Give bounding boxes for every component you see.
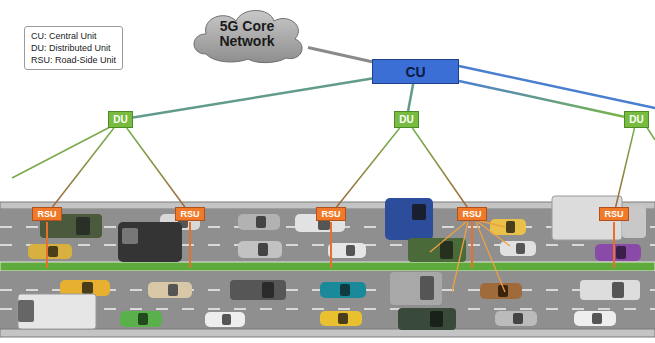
network-link	[133, 79, 372, 118]
network-link	[52, 128, 113, 207]
road-side-unit-box: RSU	[32, 207, 62, 221]
network-link	[408, 84, 413, 111]
legend-entry: CU: Central Unit	[31, 30, 116, 42]
road-side-unit-box: RSU	[175, 207, 205, 221]
barrier	[0, 329, 655, 337]
feeder-line	[646, 126, 655, 140]
core-cloud: 5G Core Network	[186, 4, 308, 64]
vehicle	[18, 272, 640, 330]
road-side-unit-box: RSU	[457, 207, 487, 221]
lane-mark	[0, 308, 655, 310]
network-link	[127, 128, 185, 207]
node-label: RSU	[604, 209, 623, 219]
legend-box: CU: Central UnitDU: Distributed UnitRSU:…	[24, 26, 123, 70]
network-link	[616, 128, 635, 207]
network-link	[308, 48, 372, 62]
rsu-pole	[47, 222, 614, 268]
node-label: DU	[629, 114, 643, 125]
road-side-unit-box: RSU	[599, 207, 629, 221]
distributed-unit-box: DU	[108, 111, 133, 128]
lane-mark	[0, 244, 655, 246]
network-link	[459, 81, 624, 117]
distributed-unit-box: DU	[624, 111, 649, 128]
road-side-unit-box: RSU	[316, 207, 346, 221]
node-label: RSU	[37, 209, 56, 219]
radio-link	[430, 221, 510, 292]
legend-entry: RSU: Road-Side Unit	[31, 54, 116, 66]
node-label: RSU	[180, 209, 199, 219]
central-unit-box: CU	[372, 59, 459, 84]
node-label: RSU	[462, 209, 481, 219]
network-link	[412, 128, 467, 207]
node-label: RSU	[321, 209, 340, 219]
legend-entry: DU: Distributed Unit	[31, 42, 116, 54]
network-link	[337, 128, 400, 207]
feeder-line	[12, 126, 112, 178]
distributed-unit-box: DU	[394, 111, 419, 128]
road	[0, 271, 655, 329]
median	[0, 262, 655, 271]
node-label: CU	[405, 64, 425, 80]
node-label: DU	[399, 114, 413, 125]
node-label: 5G Core Network	[211, 19, 283, 49]
node-label: DU	[113, 114, 127, 125]
